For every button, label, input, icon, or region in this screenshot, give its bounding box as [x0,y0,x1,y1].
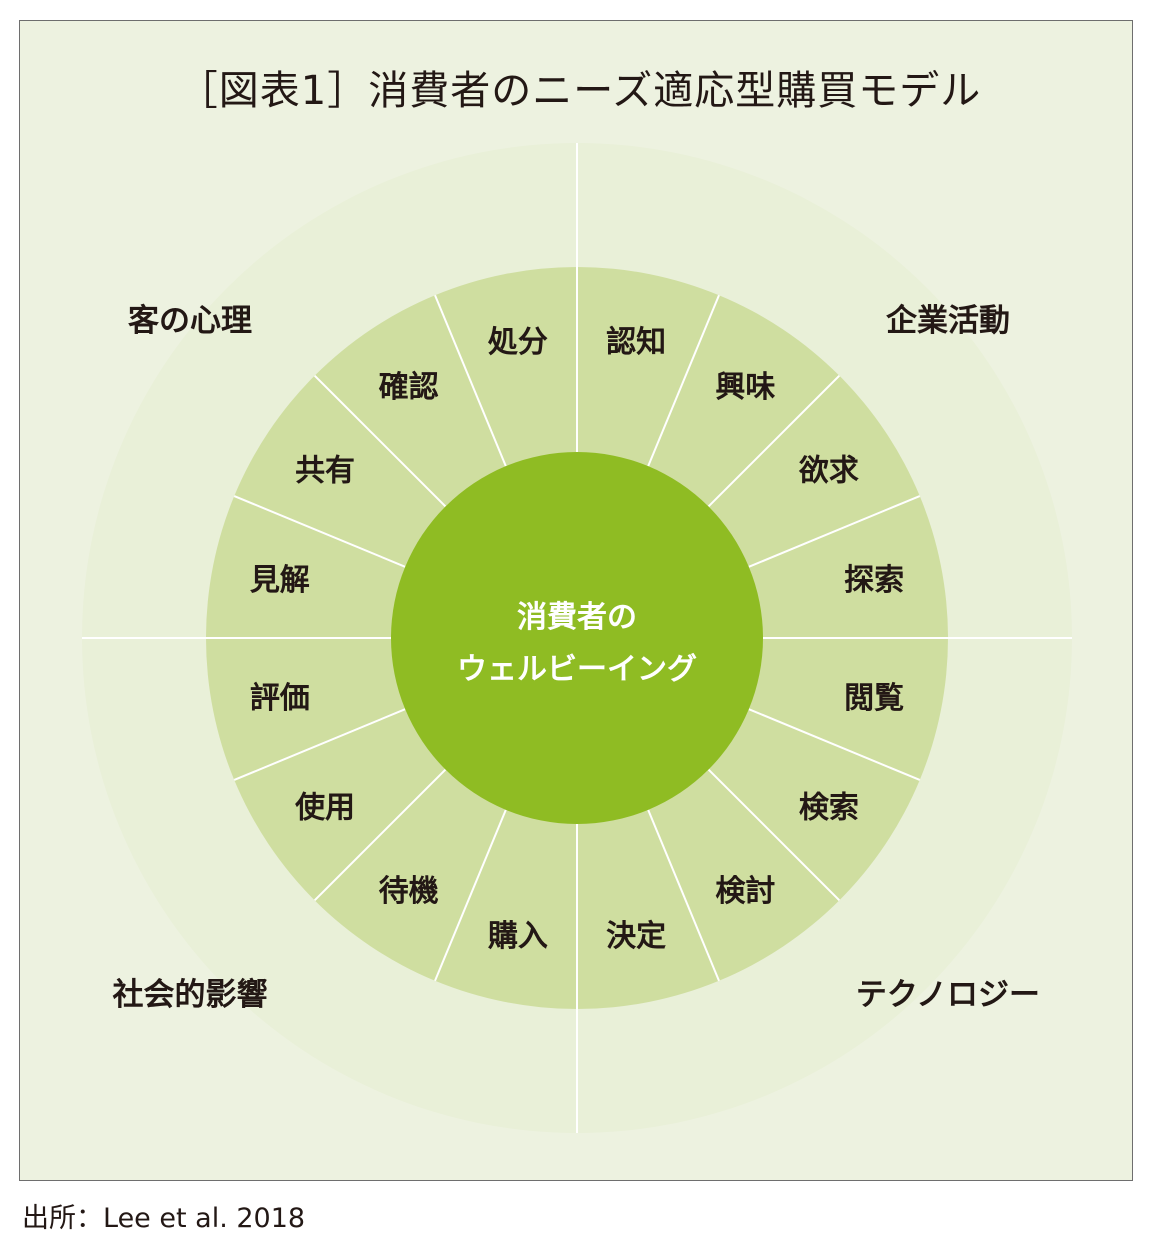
stage-label: 見解 [250,563,310,598]
quadrant-label: 企業活動 [886,303,1010,339]
stage-divider-line [233,495,406,568]
stage-divider-line [707,768,841,902]
stage-label: 使用 [294,790,355,825]
diagram-title: ［図表1］消費者のニーズ適応型購買モデル [177,68,982,114]
stage-label: 処分 [488,325,548,360]
stage-label: 待機 [379,874,439,909]
stage-divider-line [434,809,507,982]
source-note: 出所：Lee et al. 2018 [22,1203,306,1234]
center-circle [391,452,763,824]
stage-label: 決定 [606,919,666,954]
stage-divider-line [647,809,720,982]
stage-label: 購入 [488,919,548,954]
stage-label: 探索 [844,563,904,598]
stage-label: 閲覧 [844,681,904,716]
stage-divider-line [647,294,720,467]
stage-label: 認知 [606,325,666,360]
stage-label: 検索 [799,790,859,825]
stage-divider-line [313,374,447,508]
stage-divider-line [434,294,507,467]
stage-divider-line [233,708,406,781]
stage-dividers [206,267,948,1009]
center-label-line1: 消費者の [517,600,637,635]
quadrant-label: 社会的影響 [113,977,268,1013]
quadrant-label: テクノロジー [856,977,1040,1013]
stage-divider-line [748,708,921,781]
stage-label: 確認 [379,370,439,405]
center-label-line2: ウェルビーイング [457,652,697,687]
stage-divider-line [313,768,447,902]
stage-label: 欲求 [798,454,859,489]
stage-divider-line [707,374,841,508]
stage-label: 共有 [295,454,355,489]
stage-divider-line [748,495,921,568]
stage-label: 評価 [250,681,310,716]
stage-label: 検討 [715,874,775,909]
stage-label: 興味 [715,370,775,405]
quadrant-label: 客の心理 [128,303,252,339]
